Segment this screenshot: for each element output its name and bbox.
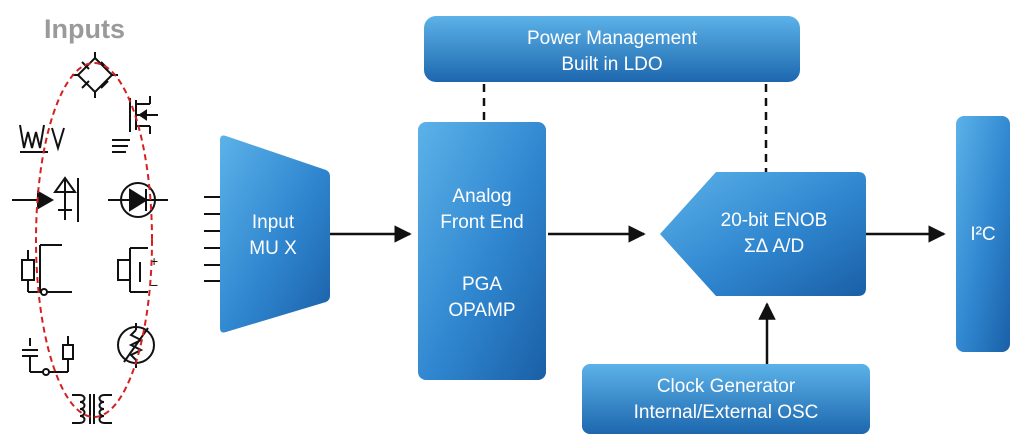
clock-label-line1: Clock Generator	[657, 376, 796, 397]
input-selection-loop	[35, 62, 153, 418]
transformer-icon	[72, 394, 112, 424]
clock-label-line2: Internal/External OSC	[634, 402, 819, 423]
adc-block: 20-bit ENOB ΣΔ A/D	[660, 172, 866, 296]
mosfet-icon	[112, 96, 158, 153]
bridge-icon	[72, 52, 118, 98]
polarity-plus: +	[150, 253, 158, 269]
mux-label-line1: Input	[252, 212, 295, 233]
adc-label-line2: ΣΔ A/D	[744, 236, 804, 257]
voltage-source-icon	[117, 247, 148, 293]
resistor-sensor-icon	[21, 244, 72, 296]
afe-label-line2: Front End	[440, 212, 523, 233]
mux-label-line2: MU X	[249, 238, 297, 259]
thermocouple-icon	[19, 124, 65, 153]
afe-label-line3: PGA	[462, 274, 502, 295]
input-mux-block: Input MU X	[220, 135, 330, 333]
signal-arrows	[330, 225, 946, 364]
inputs-heading: Inputs	[44, 14, 125, 44]
photodiode-icon	[108, 182, 168, 218]
i2c-label: I²C	[970, 224, 995, 245]
adc-label-line1: 20-bit ENOB	[721, 210, 828, 231]
polarity-minus: −	[150, 277, 158, 293]
power-label-line2: Built in LDO	[561, 54, 662, 75]
rc-sensor-icon	[22, 336, 74, 376]
sensor-symbols	[12, 52, 168, 424]
analog-front-end-block: Analog Front End PGA OPAMP	[418, 122, 546, 380]
afe-label-line4: OPAMP	[448, 300, 515, 321]
power-label-line1: Power Management	[527, 28, 698, 49]
power-connectors	[482, 84, 768, 172]
afe-label-line1: Analog	[452, 186, 511, 207]
power-management-block: Power Management Built in LDO	[424, 16, 800, 82]
i2c-block: I²C	[956, 116, 1010, 352]
mux-input-lines	[204, 196, 220, 282]
diode-icon	[12, 176, 79, 222]
clock-generator-block: Clock Generator Internal/External OSC	[582, 364, 870, 434]
